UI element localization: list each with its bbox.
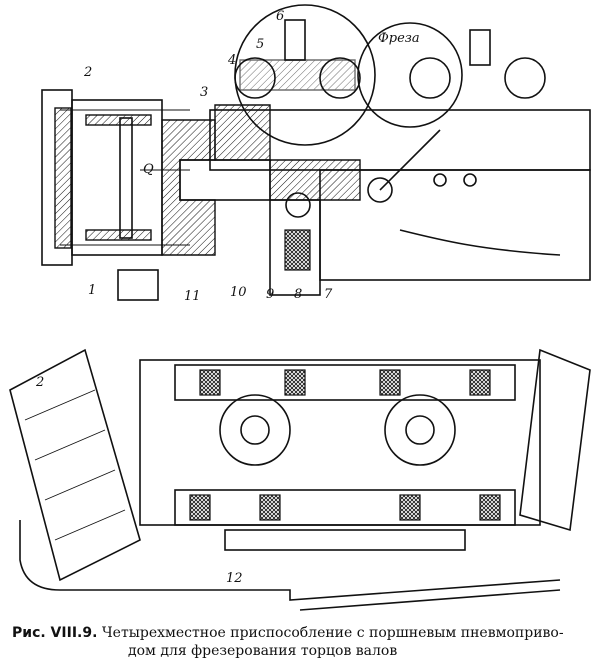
label-8: 8: [294, 287, 302, 302]
label-11: 11: [184, 289, 201, 304]
label-3: 3: [200, 85, 208, 100]
caption-line-2: дом для фрезерования торцов валов: [128, 643, 398, 659]
spring: [284, 229, 311, 271]
label-1: 1: [88, 283, 96, 298]
label-6: 6: [276, 9, 284, 24]
rod: [179, 159, 271, 201]
caption-line-1: Четырехместное приспособление с поршневы…: [101, 625, 564, 641]
figure-number: Рис. VIII.9.: [12, 625, 98, 641]
label-5: 5: [256, 37, 264, 52]
label-q-force: Q: [143, 162, 154, 177]
label-cutter: Фреза: [378, 31, 420, 46]
plan-view: [9, 348, 591, 611]
label-2-plan: 2: [35, 375, 44, 390]
label-9: 9: [266, 287, 274, 302]
pneumatic-cylinder-plan: [9, 348, 141, 582]
label-2: 2: [83, 65, 92, 80]
label-12: 12: [226, 571, 243, 586]
label-10: 10: [230, 285, 247, 300]
section-view: [41, 4, 591, 301]
label-7: 7: [324, 287, 333, 302]
label-4: 4: [227, 53, 236, 68]
piston: [119, 117, 133, 239]
figure-caption: Рис. VIII.9. Четырехместное приспособлен…: [0, 624, 604, 660]
fixture-drawing: 6 Фреза 5 4 3 2 Q 1 11 10 9 8 7 2 12: [9, 4, 591, 611]
